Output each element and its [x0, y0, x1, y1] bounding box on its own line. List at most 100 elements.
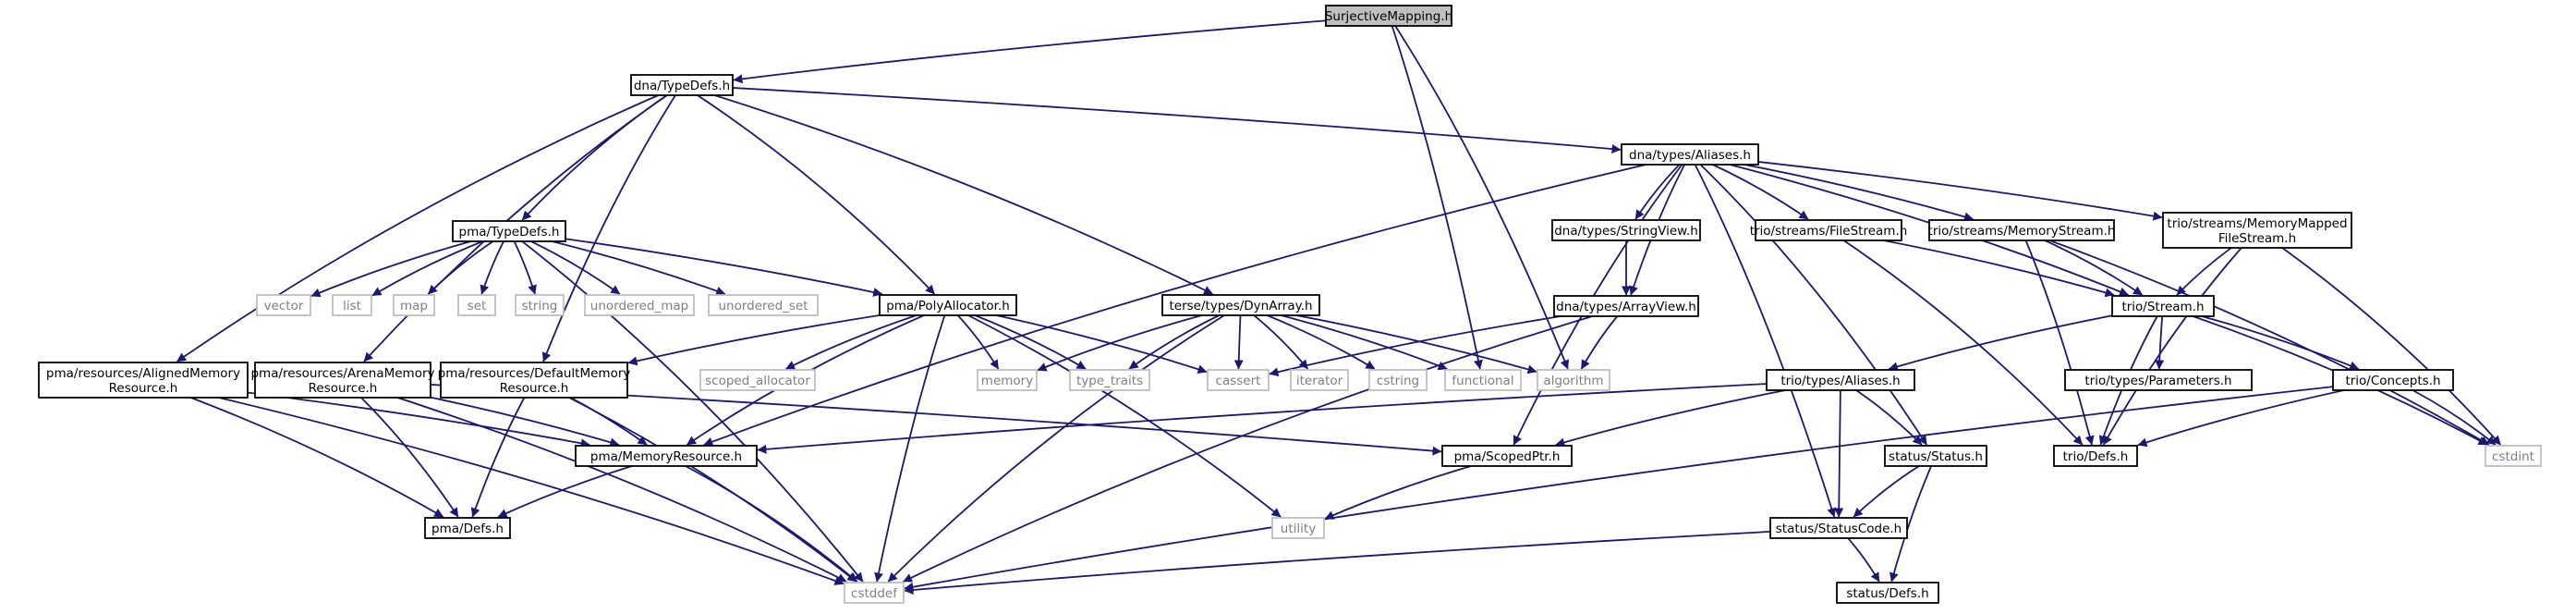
node-box — [1069, 369, 1150, 391]
node-label: status/Defs.h — [1846, 586, 1928, 601]
edge-trio-types-aliases-to-pma-memoryresource — [757, 379, 1841, 454]
node-trio-concepts[interactable]: trio/Concepts.h — [2332, 369, 2454, 391]
node-label: Resource.h — [309, 381, 378, 396]
node-string: string — [515, 294, 565, 316]
node-box — [630, 74, 734, 96]
edge-dna-typedefs-to-terse-dynarray — [681, 84, 1213, 295]
node-pma-memoryresource[interactable]: pma/MemoryResource.h — [575, 445, 758, 467]
edge-trio-types-aliases-to-status-statuscode — [1834, 379, 1844, 518]
node-label: pma/resources/DefaultMemory — [438, 366, 631, 381]
node-label: trio/Stream.h — [2121, 300, 2204, 314]
edge-trio-concepts-to-cstddef — [904, 379, 2394, 592]
node-dna-aliases[interactable]: dna/types/Aliases.h — [1621, 143, 1759, 166]
edge-dna-typedefs-to-default — [541, 84, 683, 362]
node-label: iterator — [1296, 374, 1343, 388]
node-label: terse/types/DynArray.h — [1170, 299, 1313, 313]
node-box — [1441, 445, 1573, 467]
node-label: trio/streams/MemoryStream.h — [1928, 224, 2116, 239]
node-box — [2332, 369, 2454, 391]
node-cstring: cstring — [1368, 369, 1428, 391]
node-box — [977, 369, 1038, 391]
node-box — [393, 294, 435, 316]
node-map: map — [393, 294, 435, 316]
node-label: status/Status.h — [1889, 449, 1983, 464]
node-box — [844, 582, 905, 604]
node-trio-stream[interactable]: trio/Stream.h — [2111, 295, 2215, 317]
node-pma-polyallocator[interactable]: pma/PolyAllocator.h — [879, 294, 1017, 316]
node-functional: functional — [1444, 369, 1522, 391]
edge-dna-aliases-to-trio-mmfilestream — [1689, 154, 2163, 221]
node-box — [2064, 369, 2253, 391]
node-label: dna/types/ArrayView.h — [1556, 300, 1696, 314]
node-pma-typedefs[interactable]: pma/TypeDefs.h — [452, 220, 566, 242]
node-cstddef: cstddef — [844, 582, 905, 604]
node-label: memory — [981, 374, 1033, 388]
node-status-defs[interactable]: status/Defs.h — [1836, 582, 1939, 604]
node-label: unordered_set — [718, 299, 808, 313]
edge-surjective-mapping-to-dna-typedefs — [733, 15, 1390, 84]
node-type-traits: type_traits — [1069, 369, 1150, 391]
edge-dna-arrayview-to-cstddef — [903, 305, 1627, 583]
node-trio-types-parameters[interactable]: trio/types/Parameters.h — [2064, 369, 2253, 391]
node-box — [440, 362, 628, 399]
edge-default-to-pma-defs — [470, 379, 535, 518]
node-unordered-set: unordered_set — [708, 294, 819, 316]
node-label: pma/TypeDefs.h — [459, 225, 560, 239]
node-box — [1271, 517, 1325, 539]
edge-default-to-cstddef — [533, 379, 857, 583]
edge-dna-aliases-to-status-statuscode — [1689, 154, 1837, 518]
node-label: type_traits — [1076, 374, 1143, 388]
node-trio-defs[interactable]: trio/Defs.h — [2053, 445, 2138, 467]
node-surjective-mapping[interactable]: SurjectiveMapping.h — [1325, 5, 1452, 27]
edge-pma-typedefs-to-cstddef — [508, 230, 864, 583]
node-algorithm: algorithm — [1537, 369, 1610, 391]
node-status-status[interactable]: status/Status.h — [1884, 445, 1987, 467]
node-box — [254, 362, 431, 399]
node-status-statuscode[interactable]: status/StatusCode.h — [1769, 517, 1908, 539]
node-label: trio/streams/FileStream.h — [1750, 224, 1908, 239]
node-label: dna/TypeDefs.h — [634, 79, 730, 93]
node-pma-defs[interactable]: pma/Defs.h — [424, 517, 511, 539]
node-iterator: iterator — [1290, 369, 1349, 391]
node-box — [1755, 219, 1902, 241]
edge-trio-stream-to-cstdint — [2162, 305, 2488, 446]
node-vector: vector — [256, 294, 311, 316]
node-utility: utility — [1271, 517, 1325, 539]
node-label: trio/types/Aliases.h — [1780, 374, 1900, 388]
node-label: pma/resources/ArenaMemory — [250, 366, 434, 381]
node-label: cstdint — [2492, 449, 2534, 464]
edge-dna-aliases-to-pma-memoryresource — [703, 154, 1691, 447]
node-box — [1161, 294, 1320, 316]
node-dna-typedefs[interactable]: dna/TypeDefs.h — [630, 74, 734, 96]
node-box — [256, 294, 311, 316]
node-scoped-allocator: scoped_allocator — [699, 369, 816, 391]
node-box — [708, 294, 819, 316]
node-box — [1368, 369, 1428, 391]
node-trio-types-aliases[interactable]: trio/types/Aliases.h — [1766, 369, 1915, 391]
node-box — [452, 220, 566, 242]
node-box — [515, 294, 565, 316]
edge-dna-typedefs-to-pma-typedefs — [521, 84, 683, 221]
node-box — [1444, 369, 1522, 391]
node-dna-stringview[interactable]: dna/types/StringView.h — [1551, 219, 1701, 241]
edge-dna-aliases-to-dna-arrayview — [1629, 154, 1691, 296]
node-memory: memory — [977, 369, 1038, 391]
node-label: utility — [1281, 522, 1316, 536]
node-dna-arrayview[interactable]: dna/types/ArrayView.h — [1553, 295, 1699, 317]
edge-dna-typedefs-to-pma-polyallocator — [681, 84, 936, 295]
node-label: cassert — [1216, 374, 1261, 388]
edge-trio-memorystream-to-trio-defs — [2021, 229, 2095, 446]
node-trio-filestream[interactable]: trio/streams/FileStream.h — [1750, 219, 1908, 241]
edge-status-statuscode-to-cstddef — [904, 527, 1840, 595]
node-pma-scopedptr[interactable]: pma/ScopedPtr.h — [1441, 445, 1573, 467]
node-trio-memorystream[interactable]: trio/streams/MemoryStream.h — [1928, 219, 2116, 241]
node-box — [1766, 369, 1915, 391]
node-set: set — [457, 294, 496, 316]
edge-trio-mmfilestream-to-trio-defs — [2102, 229, 2258, 446]
node-terse-dynarray[interactable]: terse/types/DynArray.h — [1161, 294, 1320, 316]
